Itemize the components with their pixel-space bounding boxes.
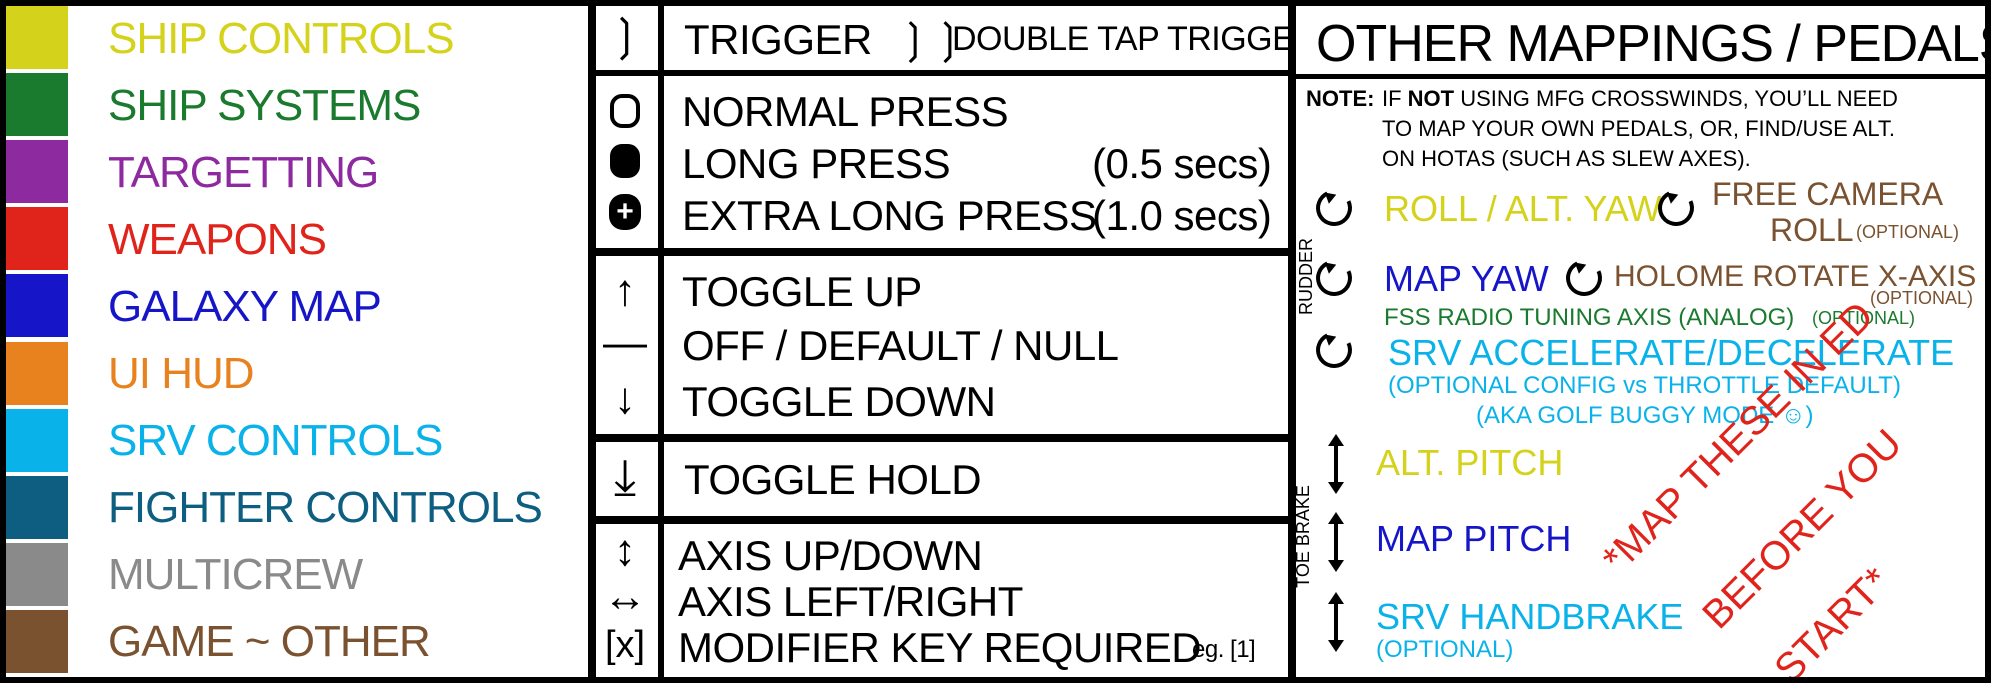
rudder-label: RUDDER xyxy=(1296,237,1317,316)
toggle-off-icon: — xyxy=(603,318,647,367)
alt-pitch-label: ALT. PITCH xyxy=(1376,442,1564,483)
axis-updown-icon: ↕ xyxy=(614,526,636,575)
toggle-up-label: TOGGLE UP xyxy=(682,268,922,315)
legend-swatch xyxy=(6,475,68,539)
rotate-axis-icon xyxy=(1560,254,1608,302)
axis-leftright-icon: ↔ xyxy=(603,572,647,621)
map-before-start-stamp-line-3: START* xyxy=(1766,559,1899,677)
note-line-1: IF NOT USING MFG CROSSWINDS, YOU’LL NEED xyxy=(1382,86,1898,111)
modifier-key-icon: [x] xyxy=(604,624,646,666)
legend-swatch xyxy=(6,140,68,204)
toggle-hold-box: ⤓ TOGGLE HOLD xyxy=(596,442,1288,516)
long-press-label: LONG PRESS xyxy=(682,140,951,187)
axis-leftright-label: AXIS LEFT/RIGHT xyxy=(678,578,1023,625)
legend-swatch xyxy=(6,73,68,137)
axis-updown-icon xyxy=(1328,434,1344,494)
free-camera-roll-label: ROLL xyxy=(1770,212,1854,248)
legend-swatch xyxy=(6,274,68,338)
srv-accelerate-note-2: (AKA GOLF BUGGY MODE ☺) xyxy=(1476,402,1814,429)
trigger-label: TRIGGER xyxy=(684,16,872,63)
legend-swatch xyxy=(6,542,68,606)
legend-label: TARGETTING xyxy=(108,147,379,197)
axis-updown-label: AXIS UP/DOWN xyxy=(678,532,983,579)
toggle-down-icon: ↓ xyxy=(614,374,636,423)
toggle-hold-icon: ⤓ xyxy=(613,449,637,505)
legend-swatch xyxy=(6,341,68,405)
note-label: NOTE: xyxy=(1306,86,1375,111)
other-mappings-title: OTHER MAPPINGS / PEDALS xyxy=(1316,15,1985,73)
legend-swatch xyxy=(6,609,68,673)
double-tap-label: DOUBLE TAP TRIGGER xyxy=(952,20,1288,58)
map-pitch-label: MAP PITCH xyxy=(1376,518,1572,559)
long-press-time: (0.5 secs) xyxy=(1092,140,1272,187)
srv-handbrake-label: SRV HANDBRAKE xyxy=(1376,596,1684,637)
toggle-off-label: OFF / DEFAULT / NULL xyxy=(682,322,1119,369)
legend-label: SHIP CONTROLS xyxy=(108,13,455,63)
srv-handbrake-optional: (OPTIONAL) xyxy=(1376,636,1514,663)
legend-label: UI HUD xyxy=(108,349,255,399)
legend-label: WEAPONS xyxy=(108,214,327,264)
rotate-axis-icon xyxy=(1310,326,1358,374)
long-press-icon xyxy=(596,144,654,178)
legend-swatch xyxy=(6,207,68,271)
toggle-down-label: TOGGLE DOWN xyxy=(682,378,996,425)
legend-label: FIGHTER CONTROLS xyxy=(108,483,543,533)
note-line-3: ON HOTAS (SUCH AS SLEW AXES). xyxy=(1382,146,1751,171)
note-line-2: TO MAP YOUR OWN PEDALS, OR, FIND/USE ALT… xyxy=(1382,116,1896,141)
map-yaw-label: MAP YAW xyxy=(1384,258,1549,299)
modifier-key-label: MODIFIER KEY REQUIRED xyxy=(678,624,1202,671)
extra-long-press-time: (1.0 secs) xyxy=(1092,192,1272,239)
free-camera-optional: (OPTIONAL) xyxy=(1856,222,1960,242)
legend-label: MULTICREW xyxy=(108,550,363,600)
press-legend-box: + NORMAL PRESS LONG PRESS (0.5 secs) EXT… xyxy=(596,76,1288,248)
legend-label: GAME ~ OTHER xyxy=(108,617,431,667)
toggle-up-icon: ↑ xyxy=(614,266,636,315)
fss-optional: (OPTIONAL) xyxy=(1812,308,1916,328)
holome-rotate-label: HOLOME ROTATE X-AXIS xyxy=(1614,260,1977,293)
toe-brake-label: TOE BRAKE xyxy=(1296,485,1313,588)
axis-updown-icon xyxy=(1328,592,1344,652)
legend-swatch xyxy=(6,408,68,472)
toggle-hold-label: TOGGLE HOLD xyxy=(684,456,982,503)
normal-press-label: NORMAL PRESS xyxy=(682,88,1009,135)
title-divider xyxy=(1296,74,1985,79)
free-camera-label: FREE CAMERA xyxy=(1712,176,1944,212)
fss-radio-label: FSS RADIO TUNING AXIS (ANALOG) xyxy=(1384,304,1795,331)
extra-long-press-label: EXTRA LONG PRESS xyxy=(682,192,1097,239)
trigger-icon: ❳ xyxy=(606,11,644,60)
axis-legend-box: ↕ ↔ [x] AXIS UP/DOWN AXIS LEFT/RIGHT MOD… xyxy=(596,524,1288,677)
rotate-axis-icon xyxy=(1310,184,1358,232)
srv-accelerate-note: (OPTIONAL CONFIG vs THROTTLE DEFAULT) xyxy=(1388,372,1901,399)
legend-label: SHIP SYSTEMS xyxy=(108,80,421,130)
legend-label: GALAXY MAP xyxy=(108,281,382,331)
rotate-axis-icon xyxy=(1310,254,1358,302)
legend-swatch xyxy=(6,6,68,70)
holome-optional: (OPTIONAL) xyxy=(1870,288,1974,308)
color-legend-panel: SHIP CONTROLS SHIP SYSTEMS TARGETTING WEAPO… xyxy=(6,6,588,677)
extra-long-press-icon: + xyxy=(596,194,654,230)
roll-alt-yaw-label: ROLL / ALT. YAW xyxy=(1384,188,1662,229)
double-tap-icon: ❳❳ xyxy=(896,15,966,62)
legend-label: SRV CONTROLS xyxy=(108,416,443,466)
normal-press-icon xyxy=(596,94,654,128)
axis-updown-icon xyxy=(1328,512,1344,572)
other-mappings-panel: OTHER MAPPINGS / PEDALS NOTE: IF NOT USI… xyxy=(1296,6,1985,677)
trigger-legend-box: ❳ TRIGGER ❳❳ DOUBLE TAP TRIGGER xyxy=(596,6,1288,70)
modifier-key-example: eg. [1] xyxy=(1192,636,1256,663)
toggle-legend-box: ↑ — ↓ TOGGLE UP OFF / DEFAULT / NULL TOG… xyxy=(596,256,1288,434)
srv-accelerate-label: SRV ACCELERATE/DECELERATE xyxy=(1388,332,1955,373)
